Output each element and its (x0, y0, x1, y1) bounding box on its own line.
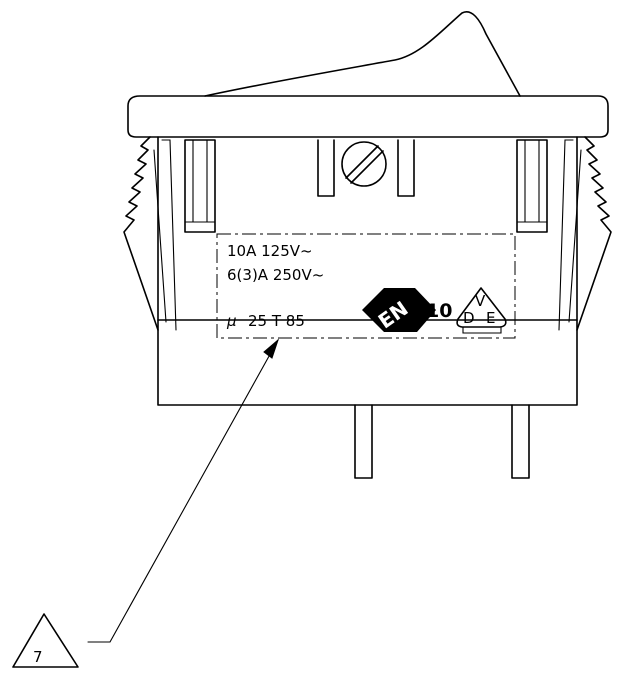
center-tab-right (397, 139, 415, 197)
terminal-pin-left (354, 404, 373, 479)
vde-letter-v: V (475, 292, 486, 310)
switch-body (157, 136, 578, 406)
rocker-actuator (204, 11, 521, 97)
mu-symbol: μ (226, 312, 237, 330)
temperature-rating: 25 T 85 (248, 312, 305, 330)
vde-letter-e: E (486, 309, 495, 327)
rating-label-box (216, 233, 516, 339)
screw-icon (341, 141, 387, 187)
vde-mark-icon: V D E (456, 287, 507, 334)
callout-number: 7 (33, 648, 43, 666)
callout-triangle: 7 (12, 613, 79, 668)
right-spring-clip (558, 139, 574, 331)
right-slot (516, 139, 548, 233)
enec-mark-icon: EN 10 (362, 288, 452, 333)
rating-line-1: 10A 125V~ (227, 242, 313, 260)
vde-letter-d: D (463, 309, 475, 327)
right-ratchet (576, 136, 612, 331)
left-slot (184, 139, 216, 233)
terminal-pin-right (511, 404, 530, 479)
center-tab-left (317, 139, 335, 197)
left-spring-clip (161, 139, 177, 331)
callout-leader (87, 338, 280, 643)
rating-line-2: 6(3)A 250V~ (227, 266, 324, 284)
left-ratchet (123, 136, 159, 331)
enec-number: 10 (426, 300, 452, 322)
top-cap (127, 95, 609, 138)
